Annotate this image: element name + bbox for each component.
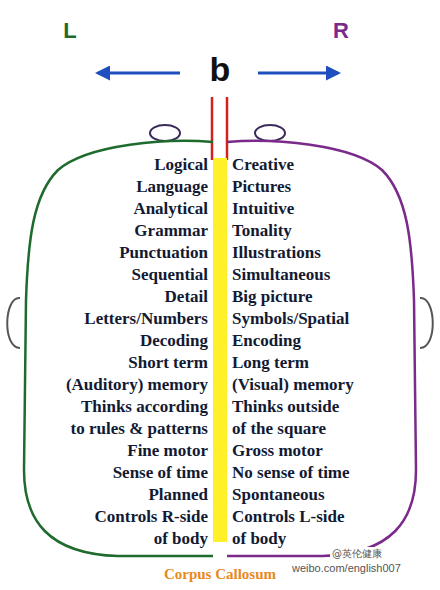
trait-text: Long term (Visual) memory	[232, 352, 356, 396]
watermark: weibo.com/english007	[290, 562, 403, 574]
trait-text: Controls R-side of body	[92, 506, 208, 550]
trait-text: Sequential	[18, 264, 208, 286]
trait-text: Big picture	[232, 286, 420, 308]
trait-text: Language	[18, 176, 208, 198]
trait-text: Tonality	[232, 220, 420, 242]
trait-text: Logical	[18, 154, 208, 176]
trait-text: Gross motor	[232, 440, 420, 462]
trait-text: Spontaneous	[232, 484, 420, 506]
trait-text: Illustrations	[232, 242, 420, 264]
trait-text: Punctuation	[18, 242, 208, 264]
center-letter: b	[195, 50, 245, 89]
red-line	[226, 97, 229, 160]
trait-text: Thinks according to rules & patterns	[68, 396, 208, 440]
top-bump	[255, 125, 285, 141]
trait-text: Decoding	[18, 330, 208, 352]
trait-text: Thinks outside of the square	[232, 396, 342, 440]
trait-text: No sense of time	[232, 462, 420, 484]
right-hemisphere: CreativePicturesIntuitiveTonalityIllustr…	[226, 140, 422, 558]
trait-text: Analytical	[18, 198, 208, 220]
left-hemisphere: LogicalLanguageAnalyticalGrammarPunctuat…	[18, 140, 214, 558]
right-ear	[420, 298, 433, 348]
right-arrow	[258, 72, 338, 75]
text-column: LogicalLanguageAnalyticalGrammarPunctuat…	[18, 154, 208, 550]
top-bump	[150, 125, 180, 141]
trait-text: Letters/Numbers	[18, 308, 208, 330]
trait-text: Symbols/Spatial	[232, 308, 420, 330]
watermark: @英伦健康	[330, 547, 384, 561]
trait-text: Grammar	[18, 220, 208, 242]
trait-text: Detail	[18, 286, 208, 308]
right-letter: R	[316, 18, 366, 44]
red-line	[211, 97, 214, 160]
left-letter: L	[45, 18, 95, 44]
left-arrow	[98, 72, 180, 75]
trait-text: Creative	[232, 154, 420, 176]
trait-text: Simultaneous	[232, 264, 420, 286]
trait-text: Intuitive	[232, 198, 420, 220]
trait-text: Pictures	[232, 176, 420, 198]
left-ear	[7, 298, 20, 348]
corpus-callosum-bar	[213, 158, 227, 542]
trait-text: Fine motor	[18, 440, 208, 462]
trait-text: Encoding	[232, 330, 420, 352]
trait-text: Planned	[18, 484, 208, 506]
trait-text: Controls L-side of body	[232, 506, 347, 550]
trait-text: Sense of time	[18, 462, 208, 484]
text-column: CreativePicturesIntuitiveTonalityIllustr…	[232, 154, 420, 550]
trait-text: Short term (Auditory) memory	[63, 352, 208, 396]
